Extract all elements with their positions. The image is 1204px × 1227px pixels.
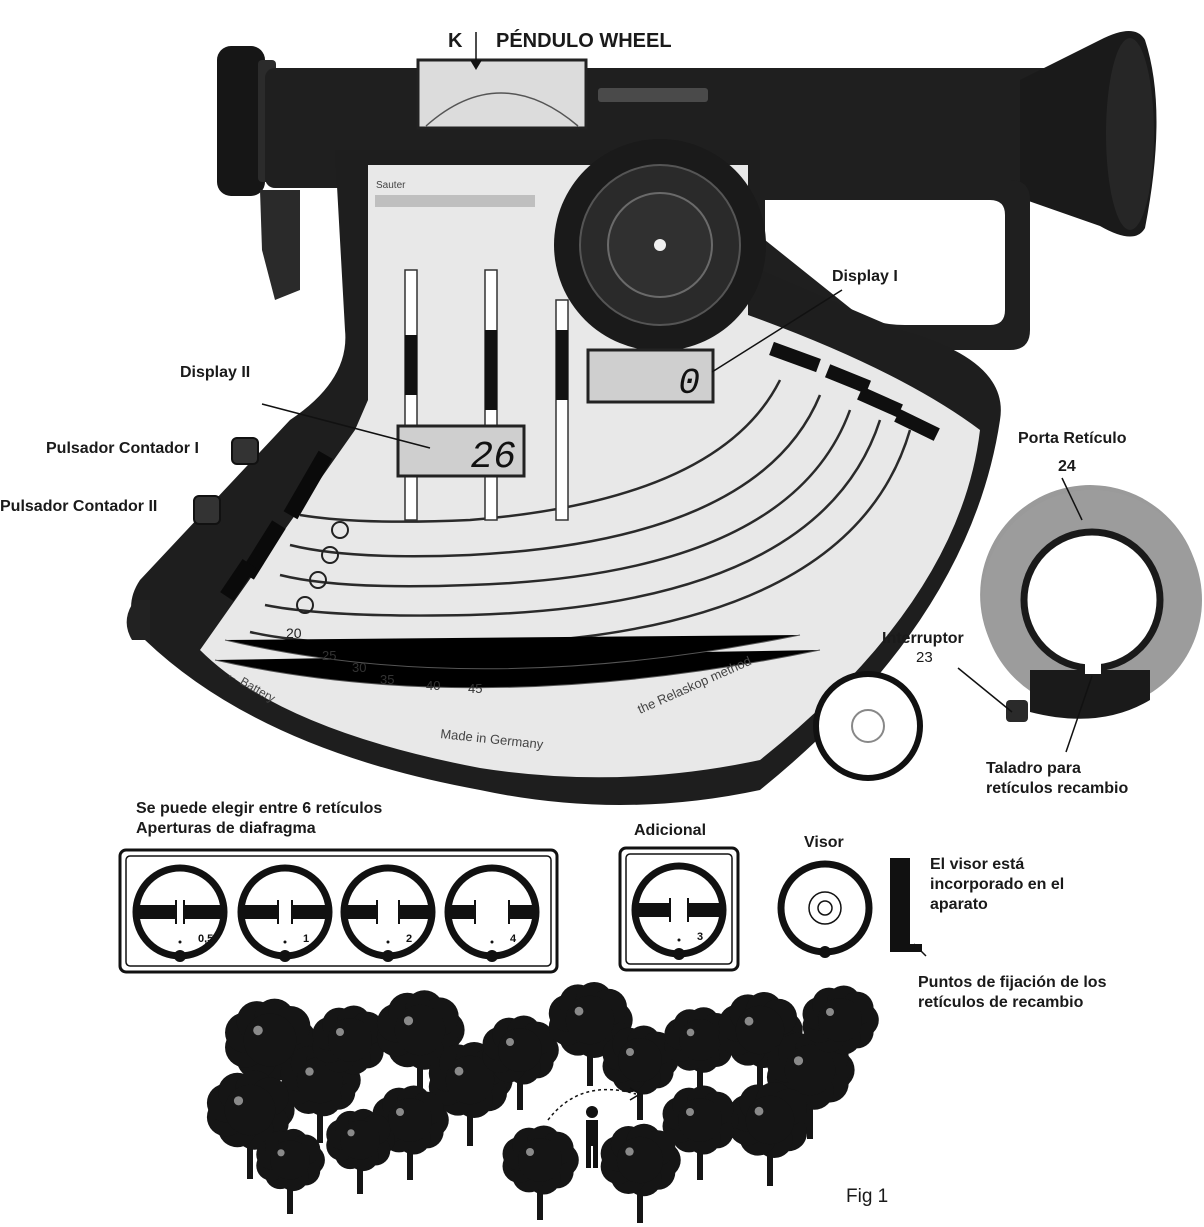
tree xyxy=(225,998,317,1112)
reticle-4-label: 4 xyxy=(510,933,517,945)
scale-label-30: 30 xyxy=(352,660,366,675)
interruptor-leader xyxy=(957,667,1013,713)
porta-reticulo xyxy=(980,485,1202,722)
tree xyxy=(376,990,465,1099)
reticle-4: 4 xyxy=(444,864,540,962)
reticle-additional: 3 xyxy=(631,862,727,960)
visor-label: Visor xyxy=(804,834,844,851)
left-knob xyxy=(217,46,265,196)
fixing-point-bracket xyxy=(890,858,922,952)
reticle-2-label: 1 xyxy=(303,933,309,945)
reticle-icons: 0,5 1 2 4 3 xyxy=(132,862,727,962)
tree xyxy=(728,1082,813,1186)
eyepiece-rim xyxy=(1106,38,1154,230)
relaskop-device: 0 26 20 25 30 35 40 45 xyxy=(126,31,1157,805)
scale-label-25: 25 xyxy=(322,648,336,663)
k-label: K xyxy=(448,30,463,52)
porta-clamp xyxy=(1030,670,1150,719)
taladro-line-2: retículos recambio xyxy=(986,780,1129,797)
tree xyxy=(718,992,803,1096)
visor-diagram xyxy=(777,860,873,958)
scale-label-40: 40 xyxy=(426,678,440,693)
reticle-3-label: 2 xyxy=(406,933,412,945)
pendulum-window xyxy=(416,58,588,130)
tree xyxy=(326,1108,395,1194)
interruptor-pin[interactable] xyxy=(1006,700,1028,722)
counter-button-2[interactable] xyxy=(193,495,221,525)
k-arrow-head xyxy=(470,60,482,70)
tree xyxy=(256,1128,325,1214)
lens-center-dot xyxy=(654,239,666,251)
scale-label-35: 35 xyxy=(380,672,394,687)
scale-label-20: 20 xyxy=(286,625,302,641)
visor-note-2: incorporado en el xyxy=(930,876,1065,893)
handle-hole xyxy=(765,200,1005,325)
tree xyxy=(482,1015,559,1110)
puntos-line-2: retículos de recambio xyxy=(918,994,1084,1011)
display-2-value: 26 xyxy=(470,436,516,479)
device-header-small: Sauter xyxy=(376,180,406,191)
porta-reticulo-number: 24 xyxy=(1058,458,1076,475)
tree xyxy=(802,985,879,1080)
display-2-screen xyxy=(396,424,526,478)
scale-label-45: 45 xyxy=(468,681,482,696)
reticle-panel-main xyxy=(118,848,559,974)
tree xyxy=(206,1070,295,1179)
tree xyxy=(602,1025,679,1120)
left-strips xyxy=(220,450,333,602)
reticle-2: 1 xyxy=(237,864,333,962)
tree xyxy=(662,1085,739,1180)
top-slot xyxy=(598,88,708,102)
knurled-wheel xyxy=(126,600,150,640)
interruptor-number: 23 xyxy=(916,649,933,666)
adicional-label: Adicional xyxy=(634,822,707,839)
display-2-label: Display II xyxy=(180,364,251,381)
scale-face xyxy=(200,165,980,778)
header-strip xyxy=(375,195,535,207)
display-1-label: Display I xyxy=(832,268,898,285)
visor-note-1: El visor está xyxy=(930,856,1025,873)
forest-scene xyxy=(206,982,879,1223)
pendulo-wheel-label: PÉNDULO WHEEL xyxy=(496,30,672,52)
leader-lines xyxy=(261,32,1093,957)
reticle-1: 0,5 xyxy=(132,864,228,962)
reticle-additional-label: 3 xyxy=(697,931,703,943)
reticle-3: 2 xyxy=(340,864,436,962)
taladro-line-1: Taladro para xyxy=(986,760,1081,777)
display-1-leader xyxy=(711,289,843,373)
display-1-screen xyxy=(586,348,715,404)
reticulos-line-2: Aperturas de diafragma xyxy=(136,820,316,837)
porta-hole xyxy=(1085,662,1101,674)
porta-leader xyxy=(1061,477,1083,521)
tree xyxy=(600,1123,681,1223)
pulsador-2-label: Pulsador Contador II xyxy=(0,498,158,515)
figure-caption: Fig 1 xyxy=(846,1186,889,1207)
scale-ticks xyxy=(214,634,821,689)
scale-tabs xyxy=(769,341,940,441)
scale-left-circles xyxy=(296,521,349,614)
interruptor-label: Interruptor xyxy=(882,630,964,647)
pulsador-1-label: Pulsador Contador I xyxy=(46,440,199,457)
tree xyxy=(502,1125,579,1220)
reticle-1-label: 0,5 xyxy=(198,933,213,945)
porta-window xyxy=(1020,528,1164,672)
taladro-leader xyxy=(1065,675,1093,753)
display-2-leader xyxy=(261,403,431,449)
observer-figure xyxy=(547,1087,642,1168)
tree xyxy=(428,1042,513,1146)
puntos-line-1: Puntos de fijación de los xyxy=(918,974,1107,991)
reticulos-line-1: Se puede elegir entre 6 retículos xyxy=(136,800,383,817)
display-1-value: 0 xyxy=(678,363,700,404)
loose-visor xyxy=(813,671,923,781)
porta-reticulo-label: Porta Retículo xyxy=(1018,430,1127,447)
counter-button-1[interactable] xyxy=(231,437,259,465)
visor-note-3: aparato xyxy=(930,896,988,913)
pendulum-arc xyxy=(425,92,579,127)
left-clamp xyxy=(260,190,300,300)
